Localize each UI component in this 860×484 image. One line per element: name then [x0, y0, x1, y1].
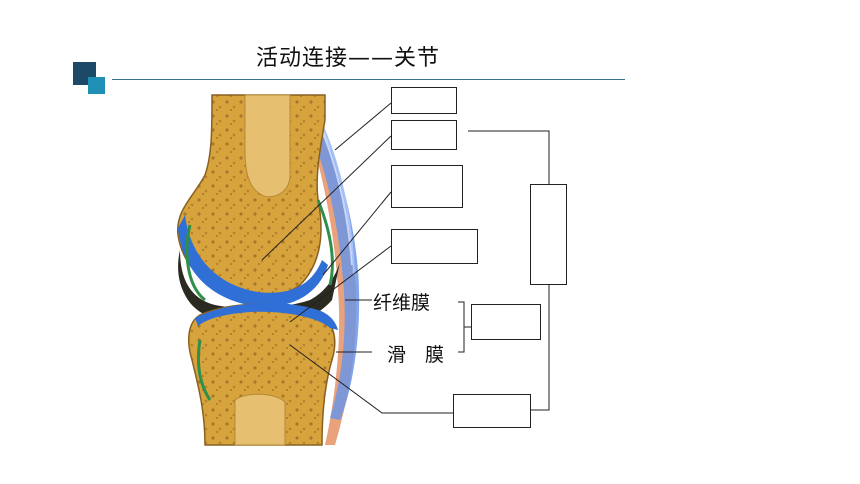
capsule-brace — [458, 301, 465, 353]
answer-box-articular-fossa[interactable] — [453, 394, 531, 428]
answer-box-articular-surface[interactable] — [530, 184, 567, 285]
answer-box-articular-head[interactable] — [391, 120, 457, 150]
ligament — [304, 110, 360, 420]
page-title: 活动连接——关节 — [256, 46, 441, 71]
answer-box-articular-cartilage[interactable] — [391, 165, 463, 208]
label-synovial-membrane: 滑 膜 — [387, 344, 445, 366]
leader-articular-head — [261, 135, 392, 261]
answer-box-joint-capsule[interactable] — [471, 304, 541, 340]
lower-articular-cartilage — [195, 303, 338, 330]
title-underline — [112, 79, 625, 80]
upper-articular-cartilage — [178, 215, 328, 307]
leader-ligament — [334, 102, 392, 151]
label-fibrous-membrane: 纤维膜 — [373, 292, 431, 314]
leader-joint-cavity — [289, 245, 392, 323]
synovial-membrane-line — [185, 224, 206, 302]
title-decoration-light-square — [88, 77, 105, 94]
leader-articular-cartilage — [322, 191, 392, 276]
answer-box-ligament[interactable] — [391, 87, 457, 114]
leader-articular-fossa — [289, 344, 453, 414]
answer-box-joint-cavity[interactable] — [391, 229, 478, 264]
